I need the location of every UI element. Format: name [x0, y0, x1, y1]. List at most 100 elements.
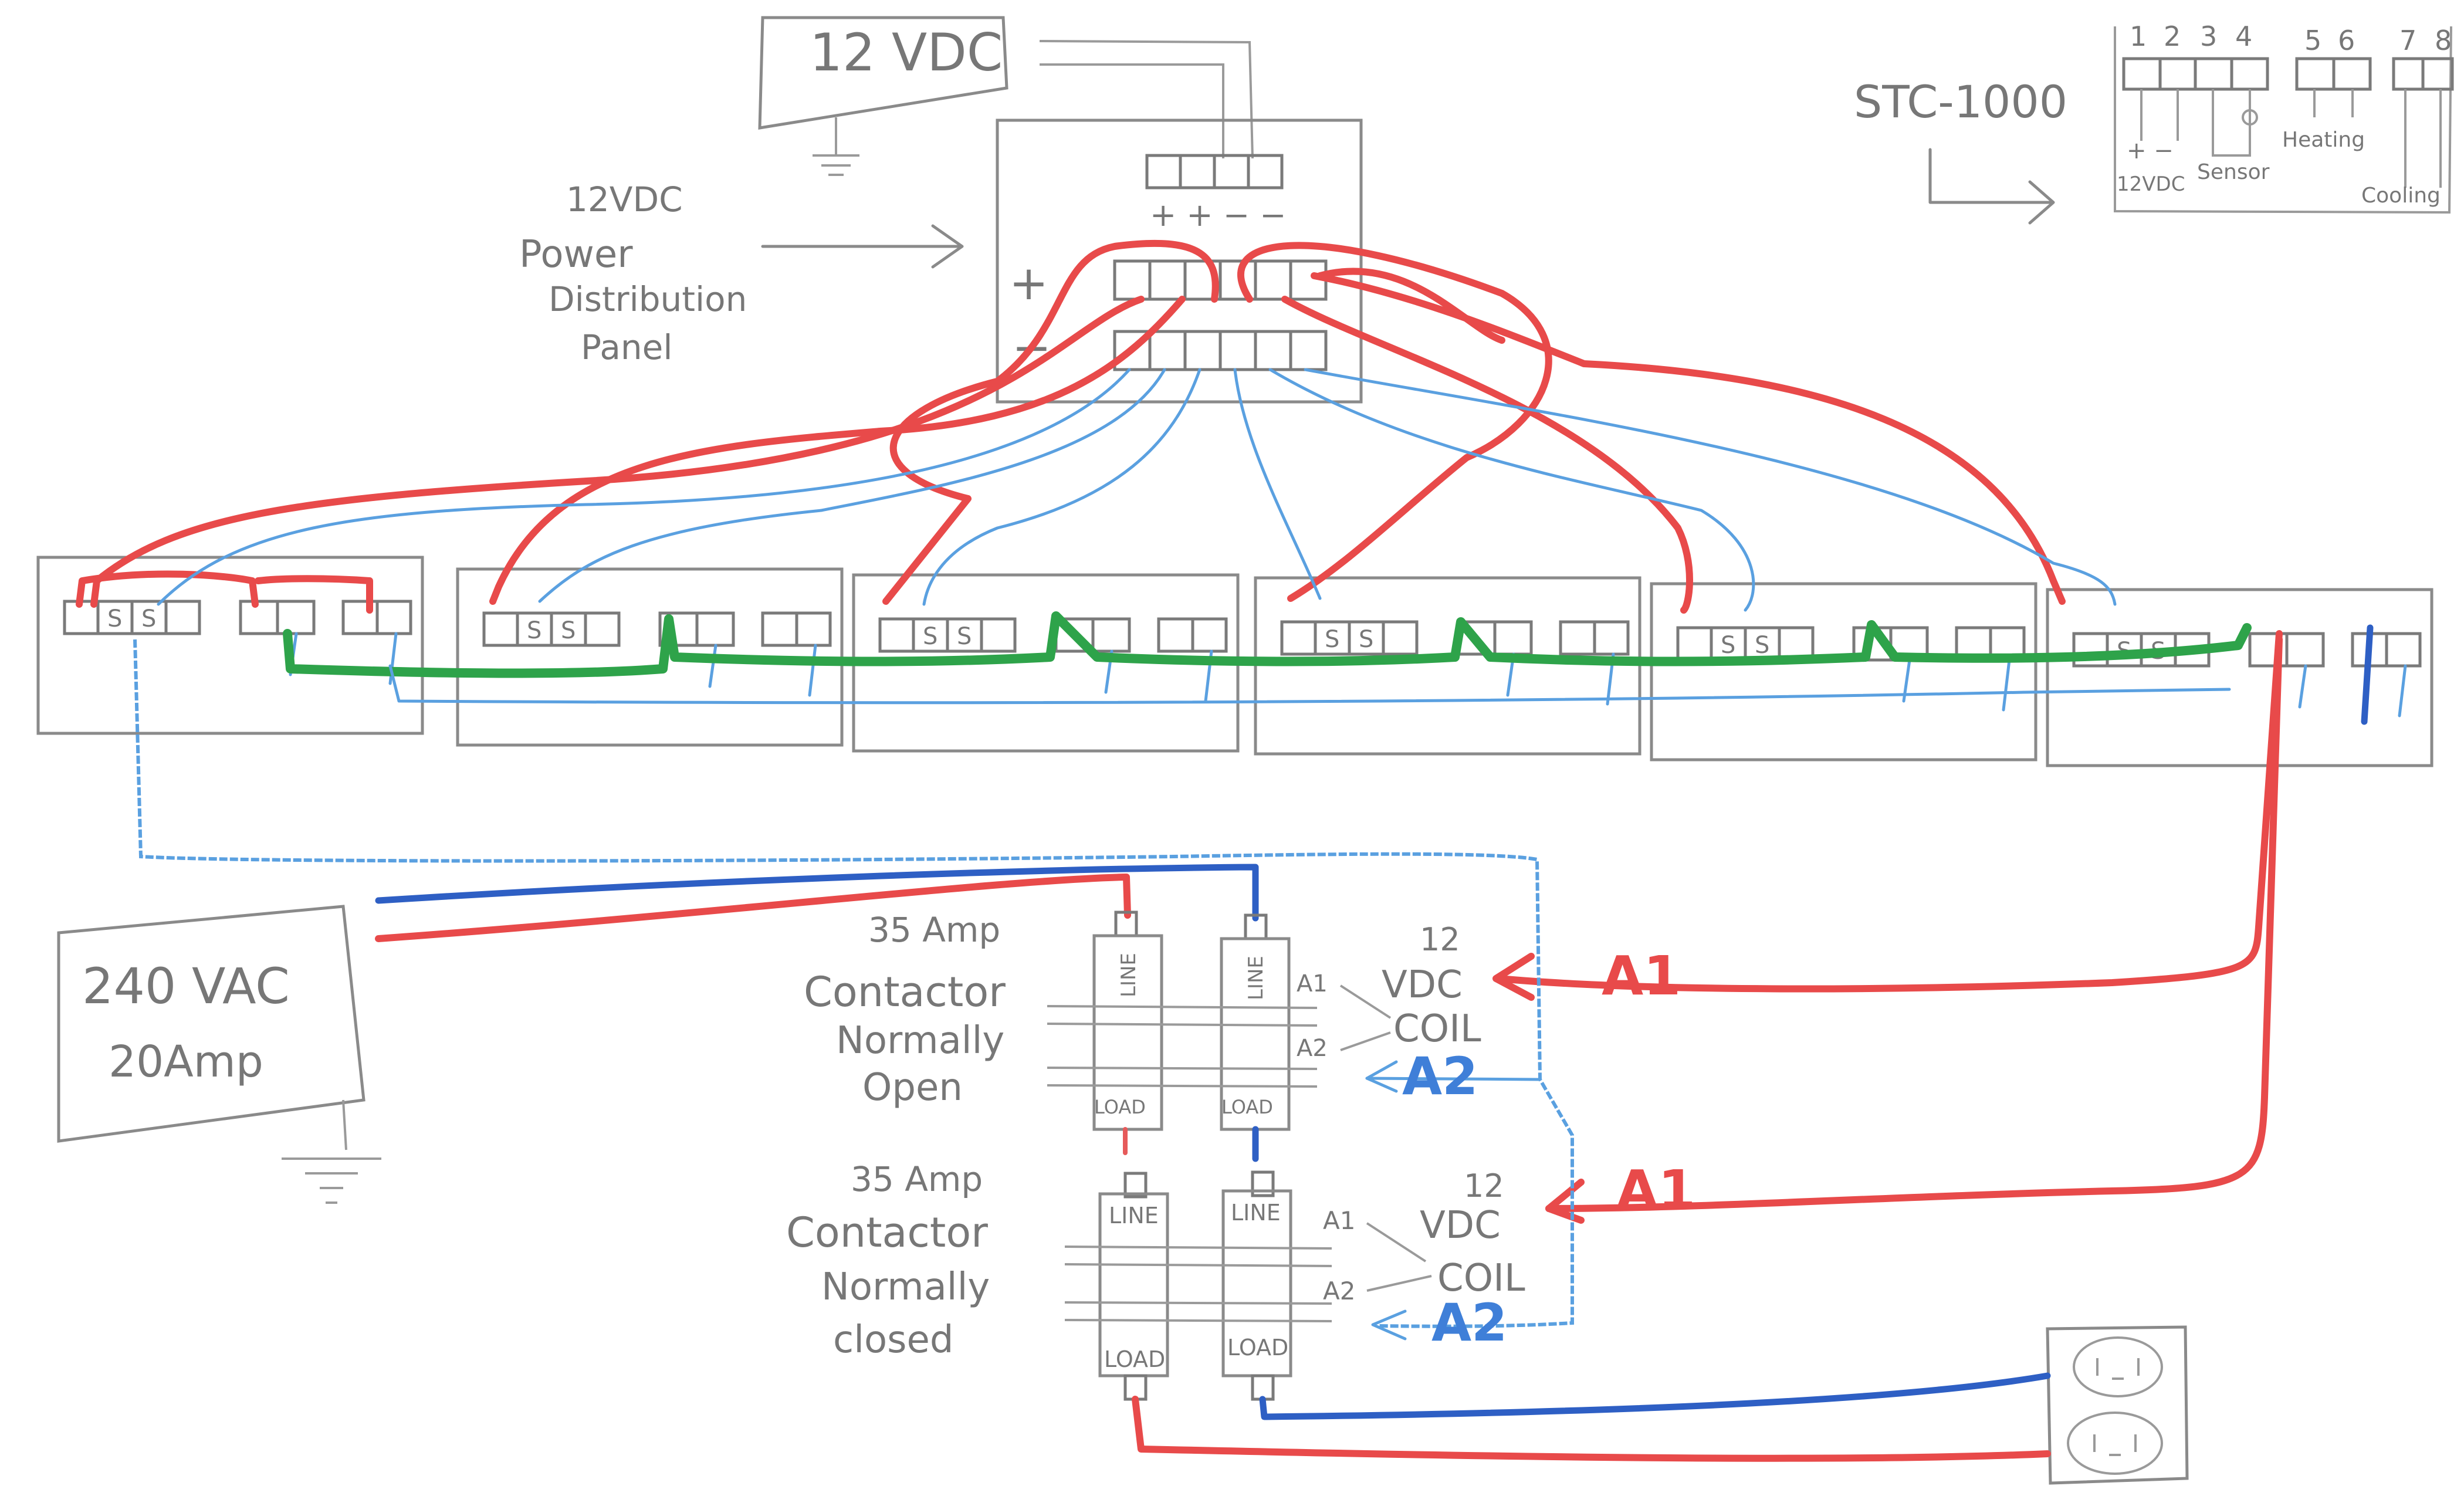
controller-5-internal-leads	[1902, 658, 2011, 712]
stc-legend-12vdc-label: 12VDC	[2117, 172, 2185, 196]
contactor-nc-state-line2: closed	[833, 1318, 953, 1362]
stc-terminal-number-1: 1	[2130, 21, 2147, 52]
stc-terminal-number-5: 5	[2304, 25, 2321, 56]
controller-2-sensor-terminal-1: S	[527, 617, 541, 644]
controller-2-sensor-terminal-2: S	[561, 617, 576, 644]
controller-1-body	[36, 556, 424, 735]
controller-4-terminal-dividers-1-4	[1314, 622, 1385, 654]
contactor-nc-a1-terminal: A1	[1323, 1206, 1355, 1235]
contactor-nc-pole2-load-post	[1251, 1374, 1275, 1401]
outlet-box	[2046, 1325, 2189, 1485]
mains-wiring	[375, 864, 1259, 942]
outlet-receptacle-bottom	[2067, 1412, 2163, 1475]
controller-5-body	[1650, 582, 2037, 761]
contactor-no-state-line1: Normally	[836, 1019, 1004, 1062]
stc-terminal-number-7: 7	[2399, 25, 2416, 56]
stc-legend-leads-sensor	[2212, 89, 2251, 157]
controller-5-sensor-terminal-1: S	[1721, 632, 1735, 659]
stc-terminal-number-6: 6	[2338, 25, 2355, 56]
contactor-nc-bar-bottom	[1064, 1301, 1332, 1322]
coil-a1-label-nc: A1	[1616, 1159, 1695, 1221]
supply-output-wire-2	[1040, 63, 1224, 158]
distribution-panel: + + − − + − 12VDC Power Distribution Pan…	[519, 119, 1363, 404]
mains-neutral-wire	[375, 864, 1259, 922]
mains-ground-symbol	[282, 1157, 381, 1204]
contactor-no-coil-label: COIL	[1393, 1007, 1481, 1051]
contactor-nc-state-line1: Normally	[821, 1265, 990, 1309]
load-hot-wire	[1132, 1396, 2051, 1462]
stc-legend-leads-cooling	[2404, 89, 2442, 188]
stc-legend: STC-1000 1 2 3 4 5 6 7 8 + − 12VDC Senso…	[1854, 21, 2454, 225]
power-supply: 12 VDC	[758, 16, 1254, 176]
contactor-no-coil-leader	[1339, 984, 1392, 1051]
feed-negative-3	[922, 368, 1201, 606]
panel-pointer-arrow	[761, 224, 964, 269]
ground-symbol	[813, 154, 859, 176]
controller-1-power-jumper	[76, 570, 373, 614]
contactor-no-pole1-load-label: LOAD	[1094, 1096, 1146, 1118]
contactor-no-bar-top	[1047, 1005, 1318, 1027]
contactor-no-pole1-body	[1092, 934, 1163, 1131]
outlet-slots	[2093, 1358, 2140, 1456]
stc-legend-sensor-bulb	[2242, 109, 2258, 126]
contactor-no-a1-terminal: A1	[1297, 970, 1328, 997]
coil-a2-arrowhead-nc	[1371, 1309, 1407, 1341]
stc-legend-sensor-label: Sensor	[2197, 160, 2270, 184]
panel-caption-line3: Distribution	[549, 279, 747, 319]
contactor-nc-pole1-line-post	[1123, 1172, 1148, 1199]
contactor-nc-pole1-load-post	[1123, 1374, 1148, 1401]
coil-a1-wire-nc	[1545, 636, 2283, 1212]
coil-a2-label-nc: A2	[1431, 1292, 1507, 1353]
stc-terminal-number-4: 4	[2235, 21, 2252, 52]
contactor-no-coil-12: 12	[1420, 921, 1460, 958]
power-supply-box	[758, 16, 1008, 130]
controller-4-sensor-terminal-1: S	[1325, 626, 1339, 653]
contactor-nc-type: Contactor	[786, 1209, 988, 1257]
panel-caption-line1: 12VDC	[566, 180, 683, 219]
panel-caption-line4: Panel	[581, 327, 672, 367]
positive-bus-dividers	[1148, 261, 1292, 299]
coil-a1-wire-no	[1495, 630, 2283, 993]
stc-terminal-number-8: 8	[2435, 25, 2452, 56]
supply-output-wire-1	[1039, 40, 1254, 159]
distribution-panel-box	[996, 119, 1363, 404]
heating-jumper-chain	[283, 611, 2252, 678]
contactor-nc-coil-12: 12	[1464, 1167, 1504, 1204]
feed-negative-4	[1233, 368, 1322, 600]
contactor-no-bar-bottom	[1047, 1067, 1318, 1088]
stc-legend-leads-heating	[2313, 89, 2354, 117]
contactor-nc-pole2-load-label: LOAD	[1227, 1335, 1288, 1360]
contactor-nc-coil-leader	[1366, 1222, 1432, 1292]
mains-voltage-label: 240 VAC	[82, 957, 290, 1015]
power-supply-label: 12 VDC	[810, 22, 1003, 83]
mains-ground-wire	[342, 1099, 347, 1150]
stc-terminal-number-3: 3	[2200, 21, 2217, 52]
contactor-nc-rating: 35 Amp	[851, 1159, 983, 1199]
controller-3-terminal-dividers-1-4	[912, 619, 983, 651]
coil-a2-return-wire	[133, 639, 1574, 1328]
feed-positive-cross	[1316, 268, 1505, 344]
stc-legend-heating-label: Heating	[2282, 128, 2365, 152]
contactor-nc-pole2-line-label: LINE	[1231, 1200, 1281, 1226]
feed-positive-4	[1237, 242, 1552, 602]
controller-1-terminal-dividers-1-4	[96, 601, 168, 634]
outlet-receptacle-top	[2073, 1336, 2163, 1397]
controller-2-terminal-dividers-1-4	[516, 613, 587, 645]
stc-legend-plus-minus: + −	[2127, 137, 2174, 164]
feed-negative-2	[538, 368, 1166, 603]
contactor-no-pole2-line-label: LINE	[1244, 956, 1268, 1000]
contactor-no-pole2-load-label: LOAD	[1221, 1096, 1273, 1118]
contactor-nc-coil-vdc: VDC	[1420, 1204, 1501, 1247]
panel-input-polarity-labels: + + − −	[1150, 197, 1286, 233]
coil-a2-label-no: A2	[1402, 1046, 1478, 1106]
coil-a1-label-no: A1	[1602, 945, 1681, 1007]
contactor-no-a2-terminal: A2	[1297, 1035, 1328, 1062]
negative-bus-dividers	[1148, 331, 1292, 370]
contactor-nc-pole1-line-label: LINE	[1109, 1203, 1159, 1228]
controller-6-internal-leads	[2298, 664, 2407, 717]
outlet	[1132, 1325, 2189, 1485]
coil-wiring: A1 A1 A2 A2	[133, 630, 2283, 1353]
stc-legend-frame	[2114, 26, 2452, 214]
coil-a1-arrowhead-nc	[1545, 1179, 1585, 1224]
